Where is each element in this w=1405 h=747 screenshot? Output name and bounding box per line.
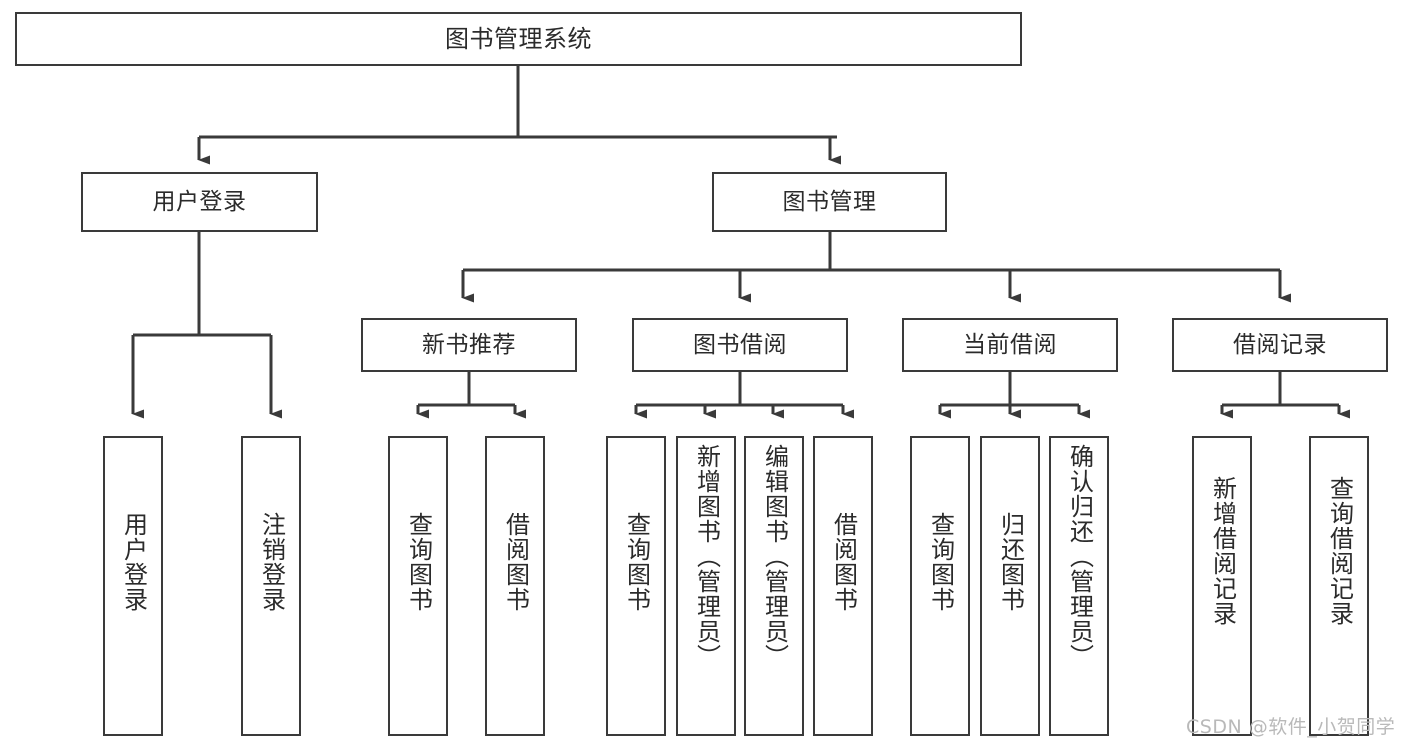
node-new-book-recommend[interactable]: 新书推荐 (361, 318, 577, 372)
node-label: 当前借阅 (963, 331, 1057, 358)
node-user-login[interactable]: 用户登录 (81, 172, 318, 232)
node-label: 新书推荐 (422, 331, 516, 358)
node-label: 新增借阅记录 (1208, 476, 1237, 626)
leaf-borrow-book[interactable]: 借阅图书 (813, 436, 873, 736)
leaf-borrow-book-recommend[interactable]: 借阅图书 (485, 436, 545, 736)
node-book-borrow[interactable]: 图书借阅 (632, 318, 848, 372)
node-book-management[interactable]: 图书管理 (712, 172, 947, 232)
node-label: 注销登录 (257, 512, 286, 612)
node-label: 查询图书 (622, 512, 651, 612)
node-label: 用户登录 (119, 512, 148, 612)
node-current-borrow[interactable]: 当前借阅 (902, 318, 1118, 372)
node-label: 查询图书 (404, 512, 433, 612)
leaf-add-borrow-record[interactable]: 新增借阅记录 (1192, 436, 1252, 736)
leaf-confirm-return-admin[interactable]: 确认归还（管理员） (1049, 436, 1109, 736)
leaf-query-book-recommend[interactable]: 查询图书 (388, 436, 448, 736)
leaf-logout[interactable]: 注销登录 (241, 436, 301, 736)
leaf-return-book[interactable]: 归还图书 (980, 436, 1040, 736)
leaf-user-login[interactable]: 用户登录 (103, 436, 163, 736)
node-borrow-record[interactable]: 借阅记录 (1172, 318, 1388, 372)
node-label: 借阅图书 (829, 512, 858, 612)
node-label: 新增图书（管理员） (692, 444, 721, 669)
node-label: 归还图书 (996, 512, 1025, 612)
leaf-query-book-current[interactable]: 查询图书 (910, 436, 970, 736)
node-label: 图书管理 (782, 188, 877, 215)
node-label: 用户登录 (152, 188, 247, 215)
leaf-query-borrow-record[interactable]: 查询借阅记录 (1309, 436, 1369, 736)
leaf-edit-book-admin[interactable]: 编辑图书（管理员） (744, 436, 804, 736)
watermark-text: CSDN @软件_小贺同学 (1186, 716, 1396, 738)
node-label: 确认归还（管理员） (1065, 444, 1094, 669)
node-root-system[interactable]: 图书管理系统 (15, 12, 1022, 66)
node-label: 图书管理系统 (445, 25, 592, 53)
node-label: 查询借阅记录 (1325, 476, 1354, 626)
node-label: 图书借阅 (693, 331, 787, 358)
node-label: 编辑图书（管理员） (760, 444, 789, 669)
leaf-add-book-admin[interactable]: 新增图书（管理员） (676, 436, 736, 736)
leaf-query-book-borrow[interactable]: 查询图书 (606, 436, 666, 736)
node-label: 借阅记录 (1233, 331, 1327, 358)
node-label: 查询图书 (926, 512, 955, 612)
node-label: 借阅图书 (501, 512, 530, 612)
